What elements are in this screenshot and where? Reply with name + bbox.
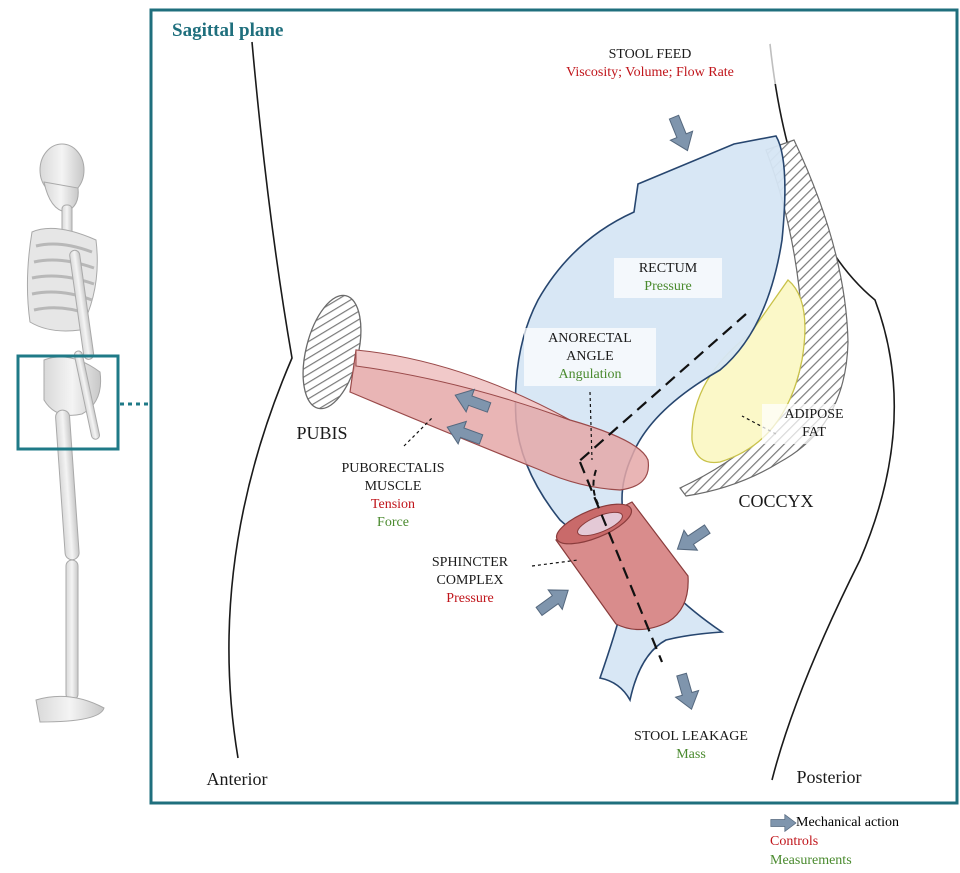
anterior-body-outline [229,42,292,758]
sphincter-control: Pressure [412,590,528,608]
anorectal-angle-name-2: ANGLE [532,348,648,366]
stool-leakage-arrow-icon [670,671,703,712]
anterior-label: Anterior [182,768,292,791]
rectum-name: RECTUM [622,260,714,278]
stool-feed-arrow-icon [663,113,699,155]
legend: Mechanical action Controls Measurements [770,814,899,871]
adipose-fat-label: ADIPOSE FAT [762,404,866,444]
anorectal-angle-label: ANORECTAL ANGLE Angulation [524,328,656,386]
stool-leakage-name: STOOL LEAKAGE [618,728,764,746]
sphincter-name-2: COMPLEX [412,572,528,590]
stool-feed-label: STOOL FEED Viscosity; Volume; Flow Rate [520,44,780,84]
skeleton-figure [27,144,104,722]
sphincter-name-1: SPHINCTER [412,554,528,572]
puborectalis-control: Tension [328,496,458,514]
puborectalis-measurement: Force [328,514,458,532]
legend-measurements: Measurements [770,852,899,871]
stool-leakage-measurement: Mass [618,746,764,764]
puborectalis-name-1: PUBORECTALIS [328,460,458,478]
anorectal-angle-name-1: ANORECTAL [532,330,648,348]
diagram-title: Sagittal plane [172,20,283,42]
adipose-fat-name-1: ADIPOSE [770,406,858,424]
sphincter-label: SPHINCTER COMPLEX Pressure [412,554,528,608]
legend-mechanical-action: Mechanical action [770,814,899,833]
posterior-label: Posterior [774,766,884,789]
puborectalis-name-2: MUSCLE [328,478,458,496]
stool-leakage-label: STOOL LEAKAGE Mass [610,726,772,766]
stool-feed-name: STOOL FEED [528,46,772,64]
sphincter-arrow-left-icon [532,581,575,622]
rectum-measurement: Pressure [622,278,714,296]
puborectalis-label: PUBORECTALIS MUSCLE Tension Force [328,460,458,532]
sphincter-arrow-right-icon [671,519,714,559]
stool-feed-controls: Viscosity; Volume; Flow Rate [528,64,772,82]
pubis-label: PUBIS [284,422,360,445]
rectum-label: RECTUM Pressure [614,258,722,298]
legend-controls: Controls [770,833,899,852]
adipose-fat-name-2: FAT [770,424,858,442]
legend-mechanical-action-text: Mechanical action [796,814,899,833]
anorectal-angle-measurement: Angulation [532,366,648,384]
coccyx-label: COCCYX [724,490,828,513]
